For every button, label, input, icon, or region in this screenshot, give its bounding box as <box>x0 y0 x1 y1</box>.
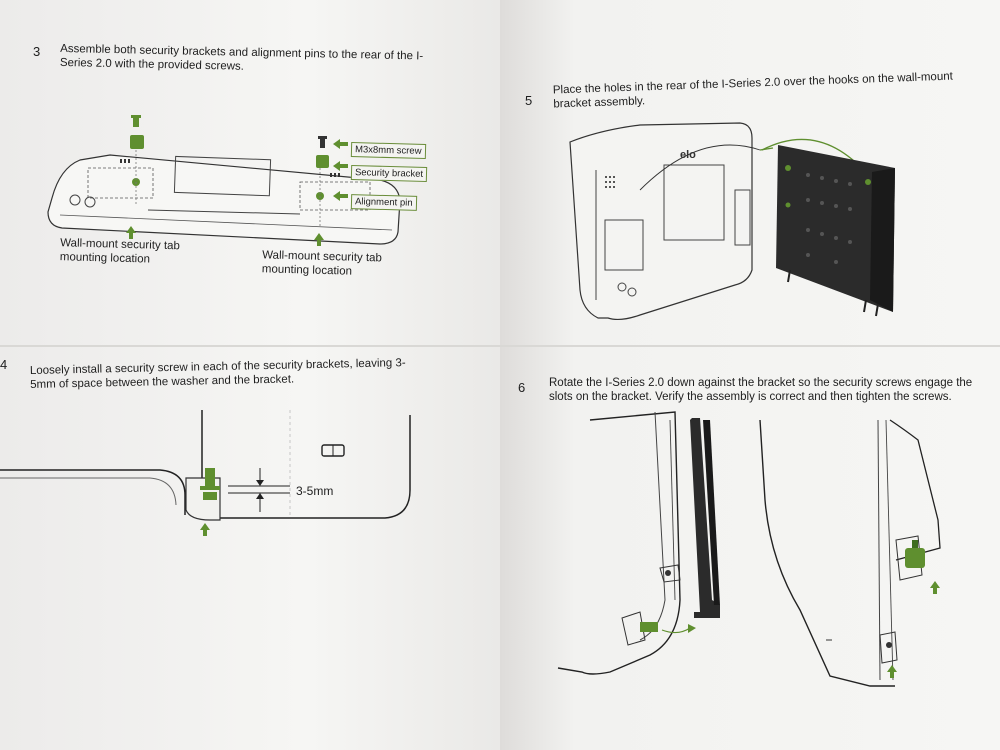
gap-label: 3-5mm <box>296 484 334 498</box>
left-page <box>0 0 512 750</box>
step-3-number: 3 <box>33 44 41 59</box>
step-6-number: 6 <box>518 380 526 395</box>
step-6-text: Rotate the I-Series 2.0 down against the… <box>549 377 973 403</box>
diagram-6 <box>557 411 941 687</box>
callout-screw: M3x8mm screw <box>350 142 426 159</box>
callout-alignment-pin: Alignment pin <box>350 194 417 211</box>
horizontal-fold <box>0 345 1000 347</box>
step-4-number: 4 <box>0 357 8 372</box>
callout-security-bracket: Security bracket <box>350 165 428 182</box>
diagram-4 <box>0 410 411 536</box>
label-tab-location-left: Wall-mount security tab mounting locatio… <box>59 237 181 266</box>
label-tab-location-right: Wall-mount security tab mounting locatio… <box>261 249 383 278</box>
diagram-5: elo <box>569 122 895 321</box>
right-page <box>500 0 1000 750</box>
step-5-number: 5 <box>525 93 533 108</box>
diagram-3 <box>47 115 401 246</box>
